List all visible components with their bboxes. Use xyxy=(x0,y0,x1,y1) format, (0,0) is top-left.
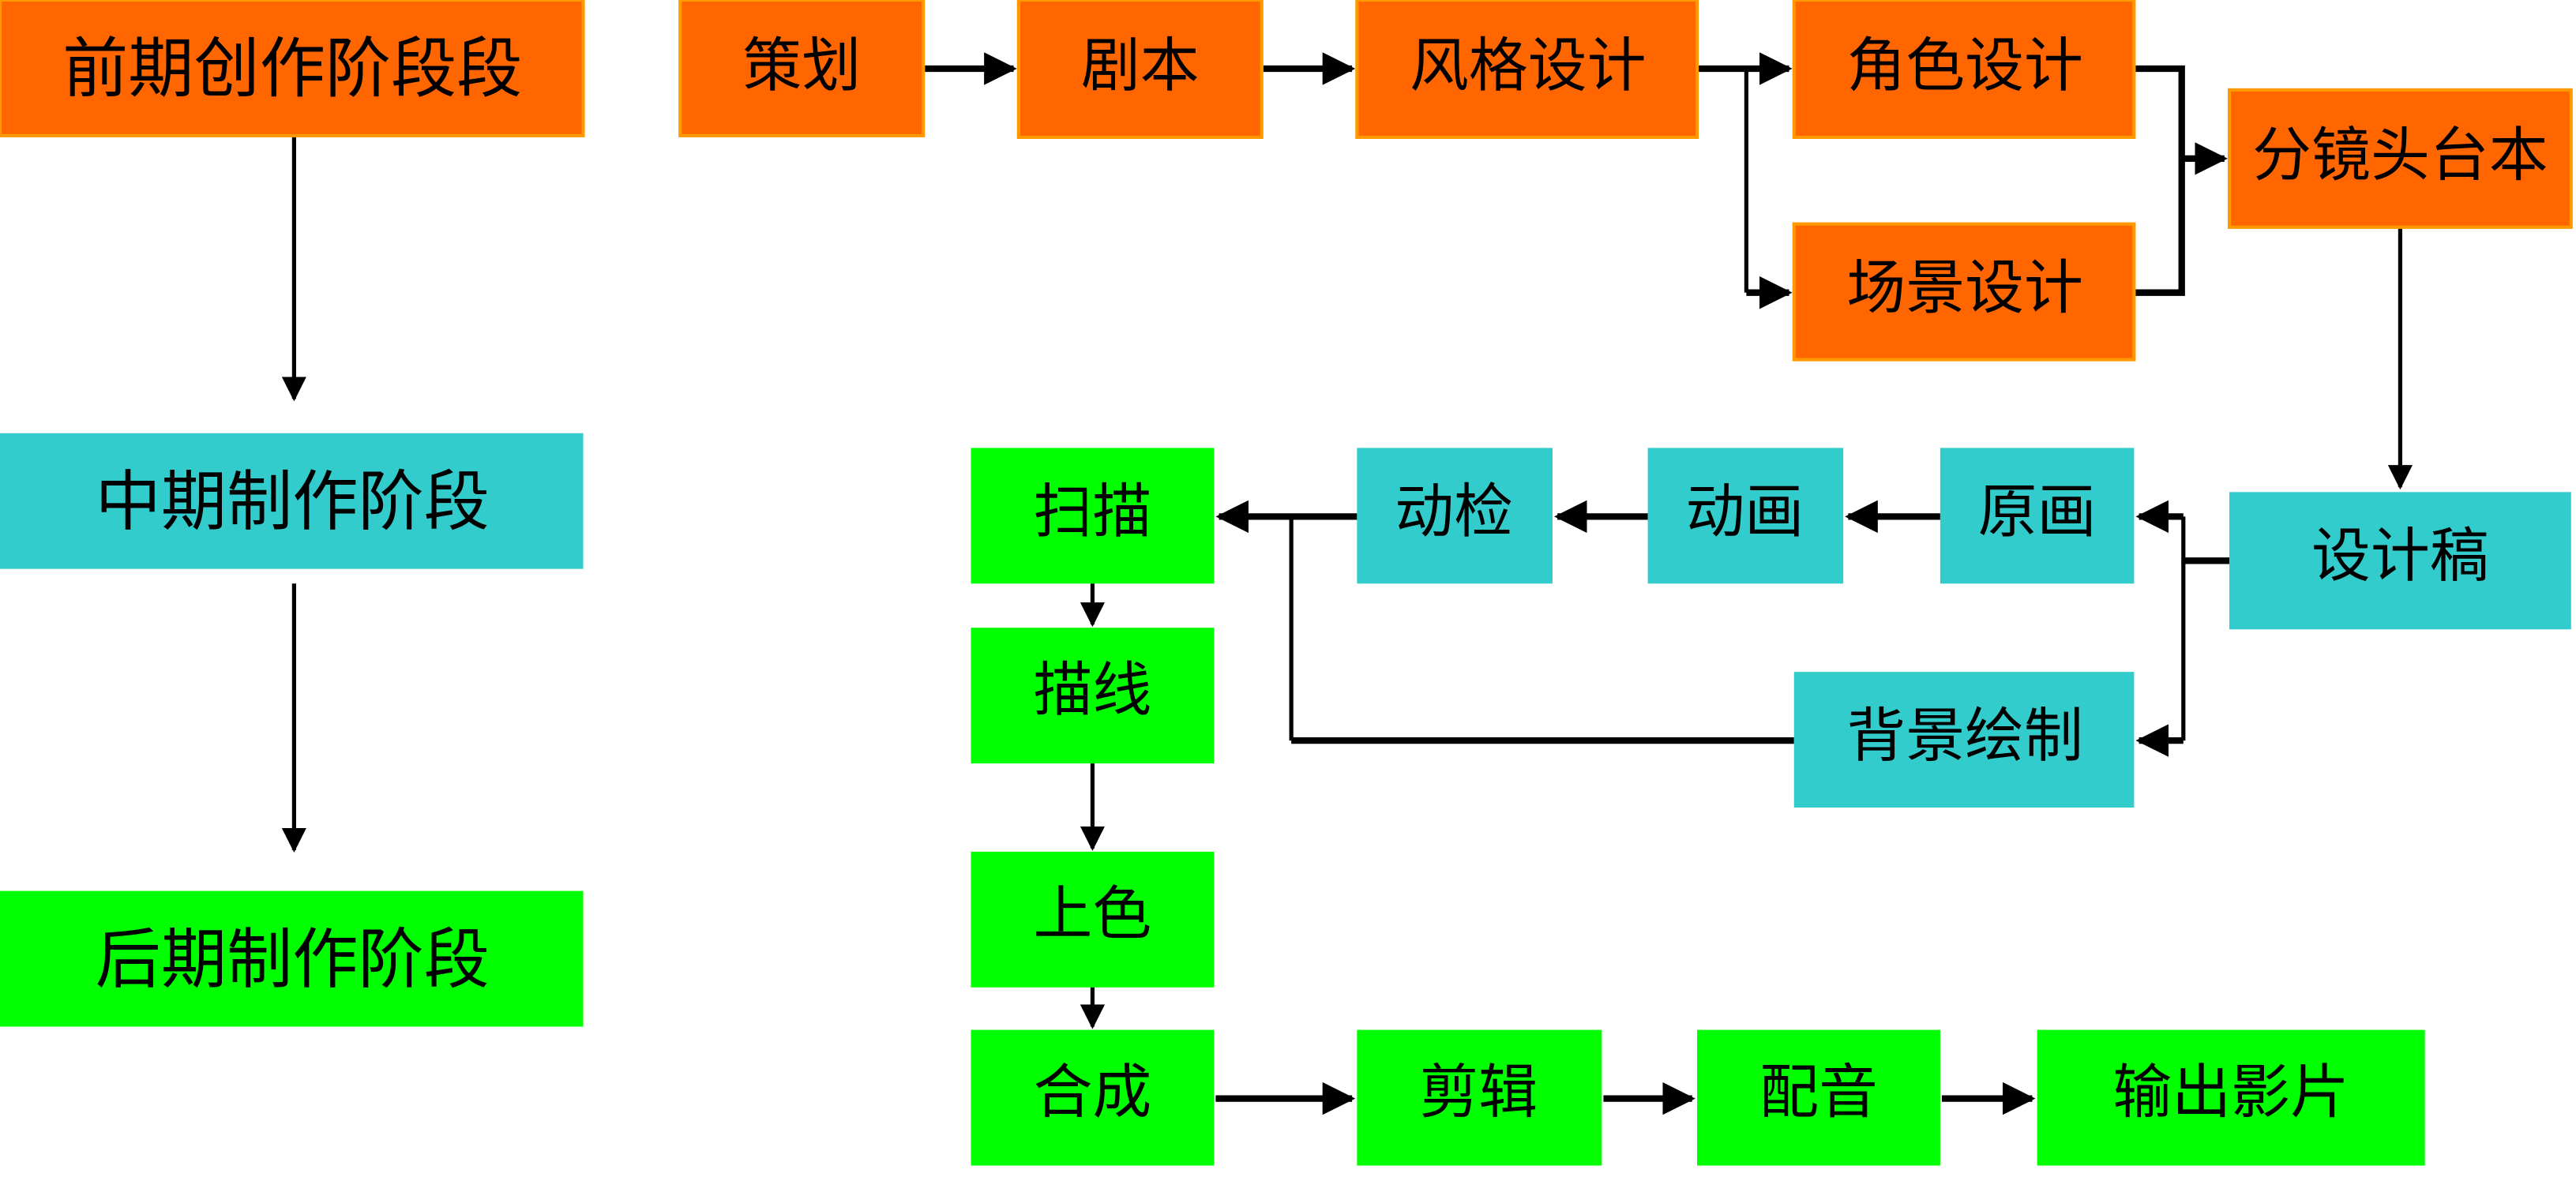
stage-box-post xyxy=(0,890,584,1027)
node-scanning[interactable]: 扫描 xyxy=(971,448,1215,584)
node-compositing[interactable]: 合成 xyxy=(971,1029,1215,1166)
node-editing[interactable]: 剪辑 xyxy=(1357,1029,1602,1166)
node-box xyxy=(1792,0,2136,140)
stage-label-mid: 中期制作阶段 xyxy=(96,463,490,540)
node-storyboard[interactable]: 分镜头台本 xyxy=(2227,88,2573,229)
node-label: 剪辑 xyxy=(1419,1058,1538,1126)
node-box xyxy=(1357,1029,1602,1166)
connectors xyxy=(281,52,2413,1115)
node-label: 原画 xyxy=(1978,478,2097,546)
node-box xyxy=(971,628,1215,764)
node-label: 描线 xyxy=(1034,655,1152,724)
node-layout[interactable]: 设计稿 xyxy=(2229,492,2571,630)
stage-post-production[interactable]: 后期制作阶段 xyxy=(0,890,584,1027)
node-box xyxy=(971,448,1215,584)
node-box xyxy=(971,851,1215,988)
node-label: 输出影片 xyxy=(2112,1058,2349,1126)
node-box xyxy=(1357,448,1553,584)
node-box xyxy=(1793,672,2135,808)
node-in-between[interactable]: 动画 xyxy=(1647,448,1844,584)
node-box xyxy=(1792,222,2136,362)
edge-character-design-to-storyboard xyxy=(2135,65,2185,296)
node-label: 动画 xyxy=(1685,478,1804,546)
stage-pre-production[interactable]: 前期创作阶段段 xyxy=(0,0,585,137)
node-label: 剧本 xyxy=(1081,31,1200,99)
node-box xyxy=(2037,1029,2425,1166)
stage-production[interactable]: 中期制作阶段 xyxy=(0,433,584,569)
node-box xyxy=(2229,492,2571,630)
node-style-design[interactable]: 风格设计 xyxy=(1355,0,1699,140)
node-coloring[interactable]: 上色 xyxy=(971,851,1215,988)
node-box xyxy=(1940,448,2135,584)
node-planning[interactable]: 策划 xyxy=(678,0,926,137)
node-script[interactable]: 剧本 xyxy=(1016,0,1264,140)
node-animation-check[interactable]: 动检 xyxy=(1357,448,1553,584)
node-label: 设计稿 xyxy=(2311,522,2489,590)
node-key-animation[interactable]: 原画 xyxy=(1940,448,2135,584)
stage-label-pre: 前期创作阶段段 xyxy=(62,31,522,107)
node-label: 配音 xyxy=(1759,1058,1878,1126)
node-box xyxy=(1355,0,1699,140)
node-box xyxy=(1016,0,1264,140)
node-label: 角色设计 xyxy=(1846,31,2083,99)
node-output-film[interactable]: 输出影片 xyxy=(2037,1029,2425,1166)
node-box xyxy=(2227,88,2573,229)
node-box xyxy=(971,1029,1215,1166)
stage-label-post: 后期制作阶段 xyxy=(96,921,490,998)
node-background-painting[interactable]: 背景绘制 xyxy=(1793,672,2135,808)
node-label: 分镜头台本 xyxy=(2252,121,2548,189)
stage-box-pre xyxy=(0,0,585,137)
node-label: 扫描 xyxy=(1034,478,1152,546)
node-label: 场景设计 xyxy=(1846,253,2083,322)
node-label: 背景绘制 xyxy=(1846,701,2083,770)
stage-box-mid xyxy=(0,433,584,569)
node-line-tracing[interactable]: 描线 xyxy=(971,628,1215,764)
node-label: 合成 xyxy=(1034,1058,1152,1126)
node-box xyxy=(678,0,926,137)
node-label: 风格设计 xyxy=(1410,31,1647,99)
node-character-design[interactable]: 角色设计 xyxy=(1792,0,2136,140)
node-box xyxy=(1647,448,1844,584)
node-label: 动检 xyxy=(1395,478,1513,546)
node-label: 上色 xyxy=(1034,879,1152,948)
node-dubbing[interactable]: 配音 xyxy=(1697,1029,1940,1166)
node-scene-design[interactable]: 场景设计 xyxy=(1792,222,2136,362)
node-box xyxy=(1697,1029,1940,1166)
node-label: 策划 xyxy=(742,31,861,99)
